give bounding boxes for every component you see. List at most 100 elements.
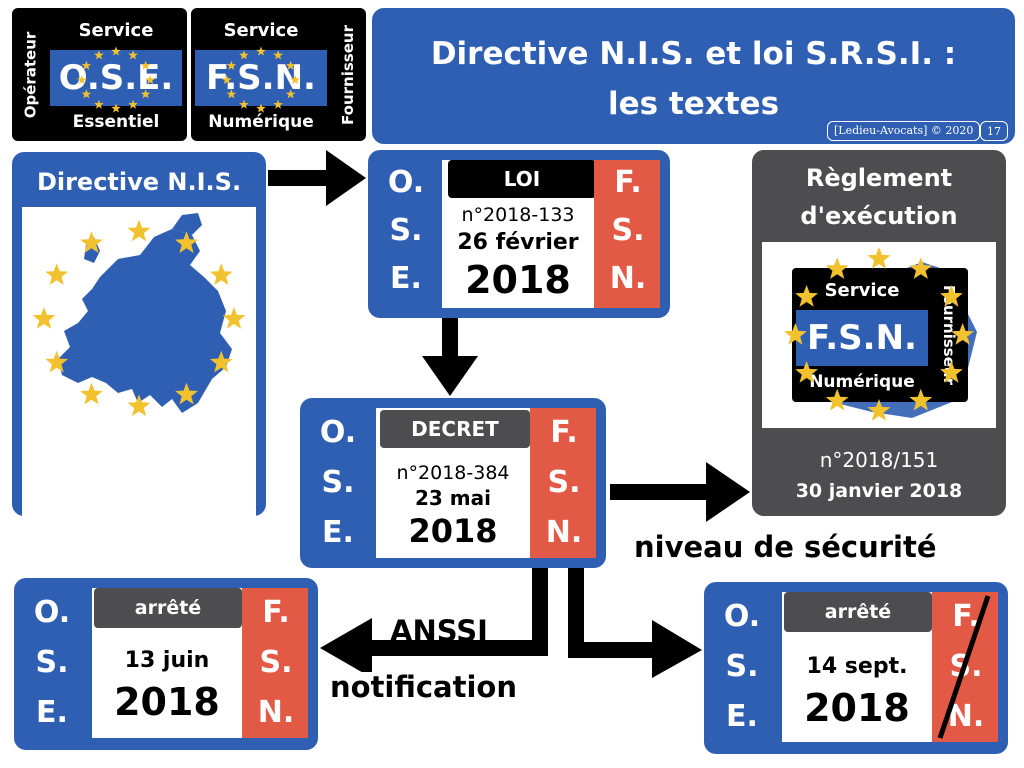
star-icon xyxy=(140,89,151,99)
arrete2-right-n: N. xyxy=(947,699,985,734)
loi-right-n: N. xyxy=(609,261,647,296)
star-icon xyxy=(795,361,818,383)
star-icon xyxy=(45,263,69,285)
star-icon xyxy=(825,388,849,411)
star-icon xyxy=(951,323,974,345)
loi-header: LOI xyxy=(448,160,596,198)
star-icon xyxy=(111,46,121,56)
reglement-card: Règlement d'exécution Service F.S.N. Num… xyxy=(752,150,1006,516)
anssi-label: ANSSI xyxy=(390,614,488,648)
arrete2-card: O. S. E. arrêté 14 sept. 2018 F. S. N. xyxy=(704,582,1008,754)
reglement-number: n°2018/151 xyxy=(819,448,939,472)
decret-left-o: O. xyxy=(319,415,357,450)
star-icon xyxy=(940,361,963,383)
loi-left-s: S. xyxy=(389,213,423,248)
arrete2-left-s: S. xyxy=(725,649,759,684)
arrete1-date: 13 juin xyxy=(124,648,210,673)
directive-number: n°2016/1148 xyxy=(73,446,205,470)
arrete1-right-f: F. xyxy=(262,595,290,630)
arrete1-right-n: N. xyxy=(257,695,295,730)
loi-right-s: S. xyxy=(611,213,645,248)
reglement-fsn-top: Service xyxy=(824,280,900,301)
loi-date: 26 février xyxy=(457,230,579,255)
directive-title: Directive N.I.S. xyxy=(36,168,242,196)
fsn-acronym: F.S.N. xyxy=(206,58,316,98)
loi-right-f: F. xyxy=(614,165,642,200)
ose-acronym: O.S.E. xyxy=(58,58,174,98)
star-icon xyxy=(94,99,104,109)
arrow-down-icon xyxy=(422,318,478,396)
strikethrough-icon xyxy=(937,595,991,739)
decret-header: DECRET xyxy=(380,410,530,448)
loi-left-e: E. xyxy=(390,261,422,296)
arrow-left-icon xyxy=(320,568,548,672)
star-icon xyxy=(127,219,151,242)
page-number: 17 xyxy=(980,121,1008,141)
title-line-2: les textes xyxy=(607,86,780,122)
star-icon xyxy=(111,103,121,113)
arrete1-year: 2018 xyxy=(114,680,220,724)
decret-left-e: E. xyxy=(322,515,354,550)
directive-header: Directive N.I.S. xyxy=(18,160,260,204)
star-icon xyxy=(81,89,92,99)
arrete2-year: 2018 xyxy=(804,686,910,730)
ose-bottom-label: Essentiel xyxy=(72,112,160,132)
ose-side-label: Opérateur xyxy=(21,31,40,118)
fsn-bottom-label: Numérique xyxy=(208,112,314,132)
title-line-1: Directive N.I.S. et loi S.R.S.I. : xyxy=(430,36,957,72)
star-icon xyxy=(273,50,283,60)
fsn-stars-icon xyxy=(222,46,300,113)
star-icon xyxy=(145,75,155,84)
star-icon xyxy=(80,231,103,253)
arrete2-date: 14 sept. xyxy=(806,654,908,679)
star-icon xyxy=(222,307,246,329)
star-icon xyxy=(909,257,933,279)
star-icon xyxy=(80,382,103,405)
decret-date: 23 mai xyxy=(415,486,491,510)
star-icon xyxy=(81,60,92,70)
decret-right-f: F. xyxy=(550,415,578,450)
niveau-securite-label: niveau de sécurité xyxy=(634,530,937,564)
star-icon xyxy=(45,350,69,373)
ose-badge: Opérateur Service O.S.E. Essentiel xyxy=(12,8,187,141)
star-icon xyxy=(128,99,138,109)
reglement-stars-icon xyxy=(784,247,974,421)
star-icon xyxy=(94,50,104,60)
arrete1-left-o: O. xyxy=(33,595,71,630)
reglement-title-2: d'exécution xyxy=(800,202,958,230)
star-icon xyxy=(273,99,283,109)
star-icon xyxy=(175,382,198,405)
decret-number: n°2018-384 xyxy=(396,462,510,484)
star-icon xyxy=(784,323,807,345)
credit-label: [Ledieu-Avocats] © 2020 xyxy=(827,121,981,141)
arrete1-header: arrêté xyxy=(94,588,242,628)
arrete2-left-o: O. xyxy=(723,599,761,634)
star-icon xyxy=(256,46,266,56)
star-icon xyxy=(239,50,249,60)
star-icon xyxy=(209,263,233,285)
star-icon xyxy=(867,399,891,421)
star-icon xyxy=(175,231,198,253)
decret-right-panel xyxy=(530,408,596,558)
decret-left-s: S. xyxy=(321,465,355,500)
arrete1-right-s: S. xyxy=(259,645,293,680)
arrete1-right-panel xyxy=(242,588,308,738)
loi-number: n°2018-133 xyxy=(461,204,575,226)
reglement-fsn-bottom: Numérique xyxy=(809,372,915,392)
star-icon xyxy=(290,75,300,84)
star-icon xyxy=(940,285,963,307)
notification-label: notification xyxy=(330,670,517,704)
star-icon xyxy=(909,388,933,411)
eu-map-frame xyxy=(22,207,256,431)
star-icon xyxy=(867,247,891,269)
arrow-right-icon xyxy=(610,462,750,522)
star-icon xyxy=(222,75,232,84)
arrete1-left-s: S. xyxy=(35,645,69,680)
star-icon xyxy=(239,99,249,109)
star-icon xyxy=(127,394,151,417)
star-icon xyxy=(209,350,233,373)
arrow-right-icon xyxy=(268,150,366,206)
star-icon xyxy=(825,257,849,279)
decret-right-s: S. xyxy=(547,465,581,500)
fsn-top-label: Service xyxy=(223,20,299,41)
